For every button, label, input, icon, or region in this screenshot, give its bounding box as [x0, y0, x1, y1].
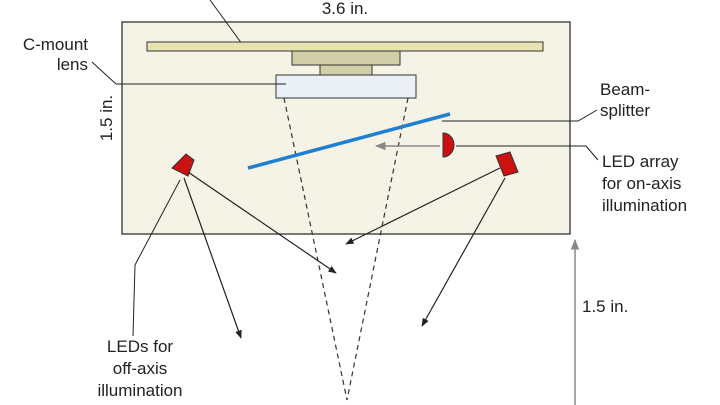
left-led-arrow-inward	[187, 171, 337, 274]
lens-mount-upper	[291, 50, 401, 66]
beamsplitter-leader	[442, 109, 598, 122]
off-axis-leds-label-line1: LEDs for	[107, 337, 173, 356]
off-axis-led-left	[171, 153, 195, 177]
lens-mount-lower	[319, 64, 373, 76]
right-led-arrow-down	[421, 177, 506, 327]
off-axis-leader	[132, 179, 181, 337]
height-dimension-label: 1.5 in.	[97, 95, 116, 141]
width-dimension-label: 3.6 in.	[322, 0, 368, 18]
led-array-label-line3: illumination	[602, 196, 687, 215]
led-array-label-line2: for on-axis	[602, 174, 681, 193]
led-array-leader	[456, 145, 599, 161]
led-array-label-line1: LED array	[602, 152, 679, 171]
c-mount-lens-label-line2: lens	[57, 55, 88, 74]
c-mount-lens-label-line1: C-mount	[23, 35, 88, 54]
field-of-view-cone	[283, 97, 409, 401]
standoff-dimension-label: 1.5 in.	[582, 297, 628, 316]
off-axis-leds-label-line3: illumination	[97, 381, 182, 400]
beamsplitter-label-line2: splitter	[600, 101, 650, 120]
top-plate	[146, 41, 544, 52]
beamsplitter-label-line1: Beam-	[600, 80, 650, 99]
on-axis-led-array	[442, 132, 455, 158]
width-dimension-leader	[209, 0, 246, 49]
left-led-arrow-down	[183, 177, 242, 339]
lens-leader	[91, 61, 286, 85]
lens-body	[275, 74, 417, 99]
off-axis-leds-label-line2: off-axis	[113, 359, 168, 378]
beamsplitter	[247, 112, 451, 170]
right-led-arrow-inward	[345, 167, 501, 245]
off-axis-led-right	[495, 151, 519, 177]
